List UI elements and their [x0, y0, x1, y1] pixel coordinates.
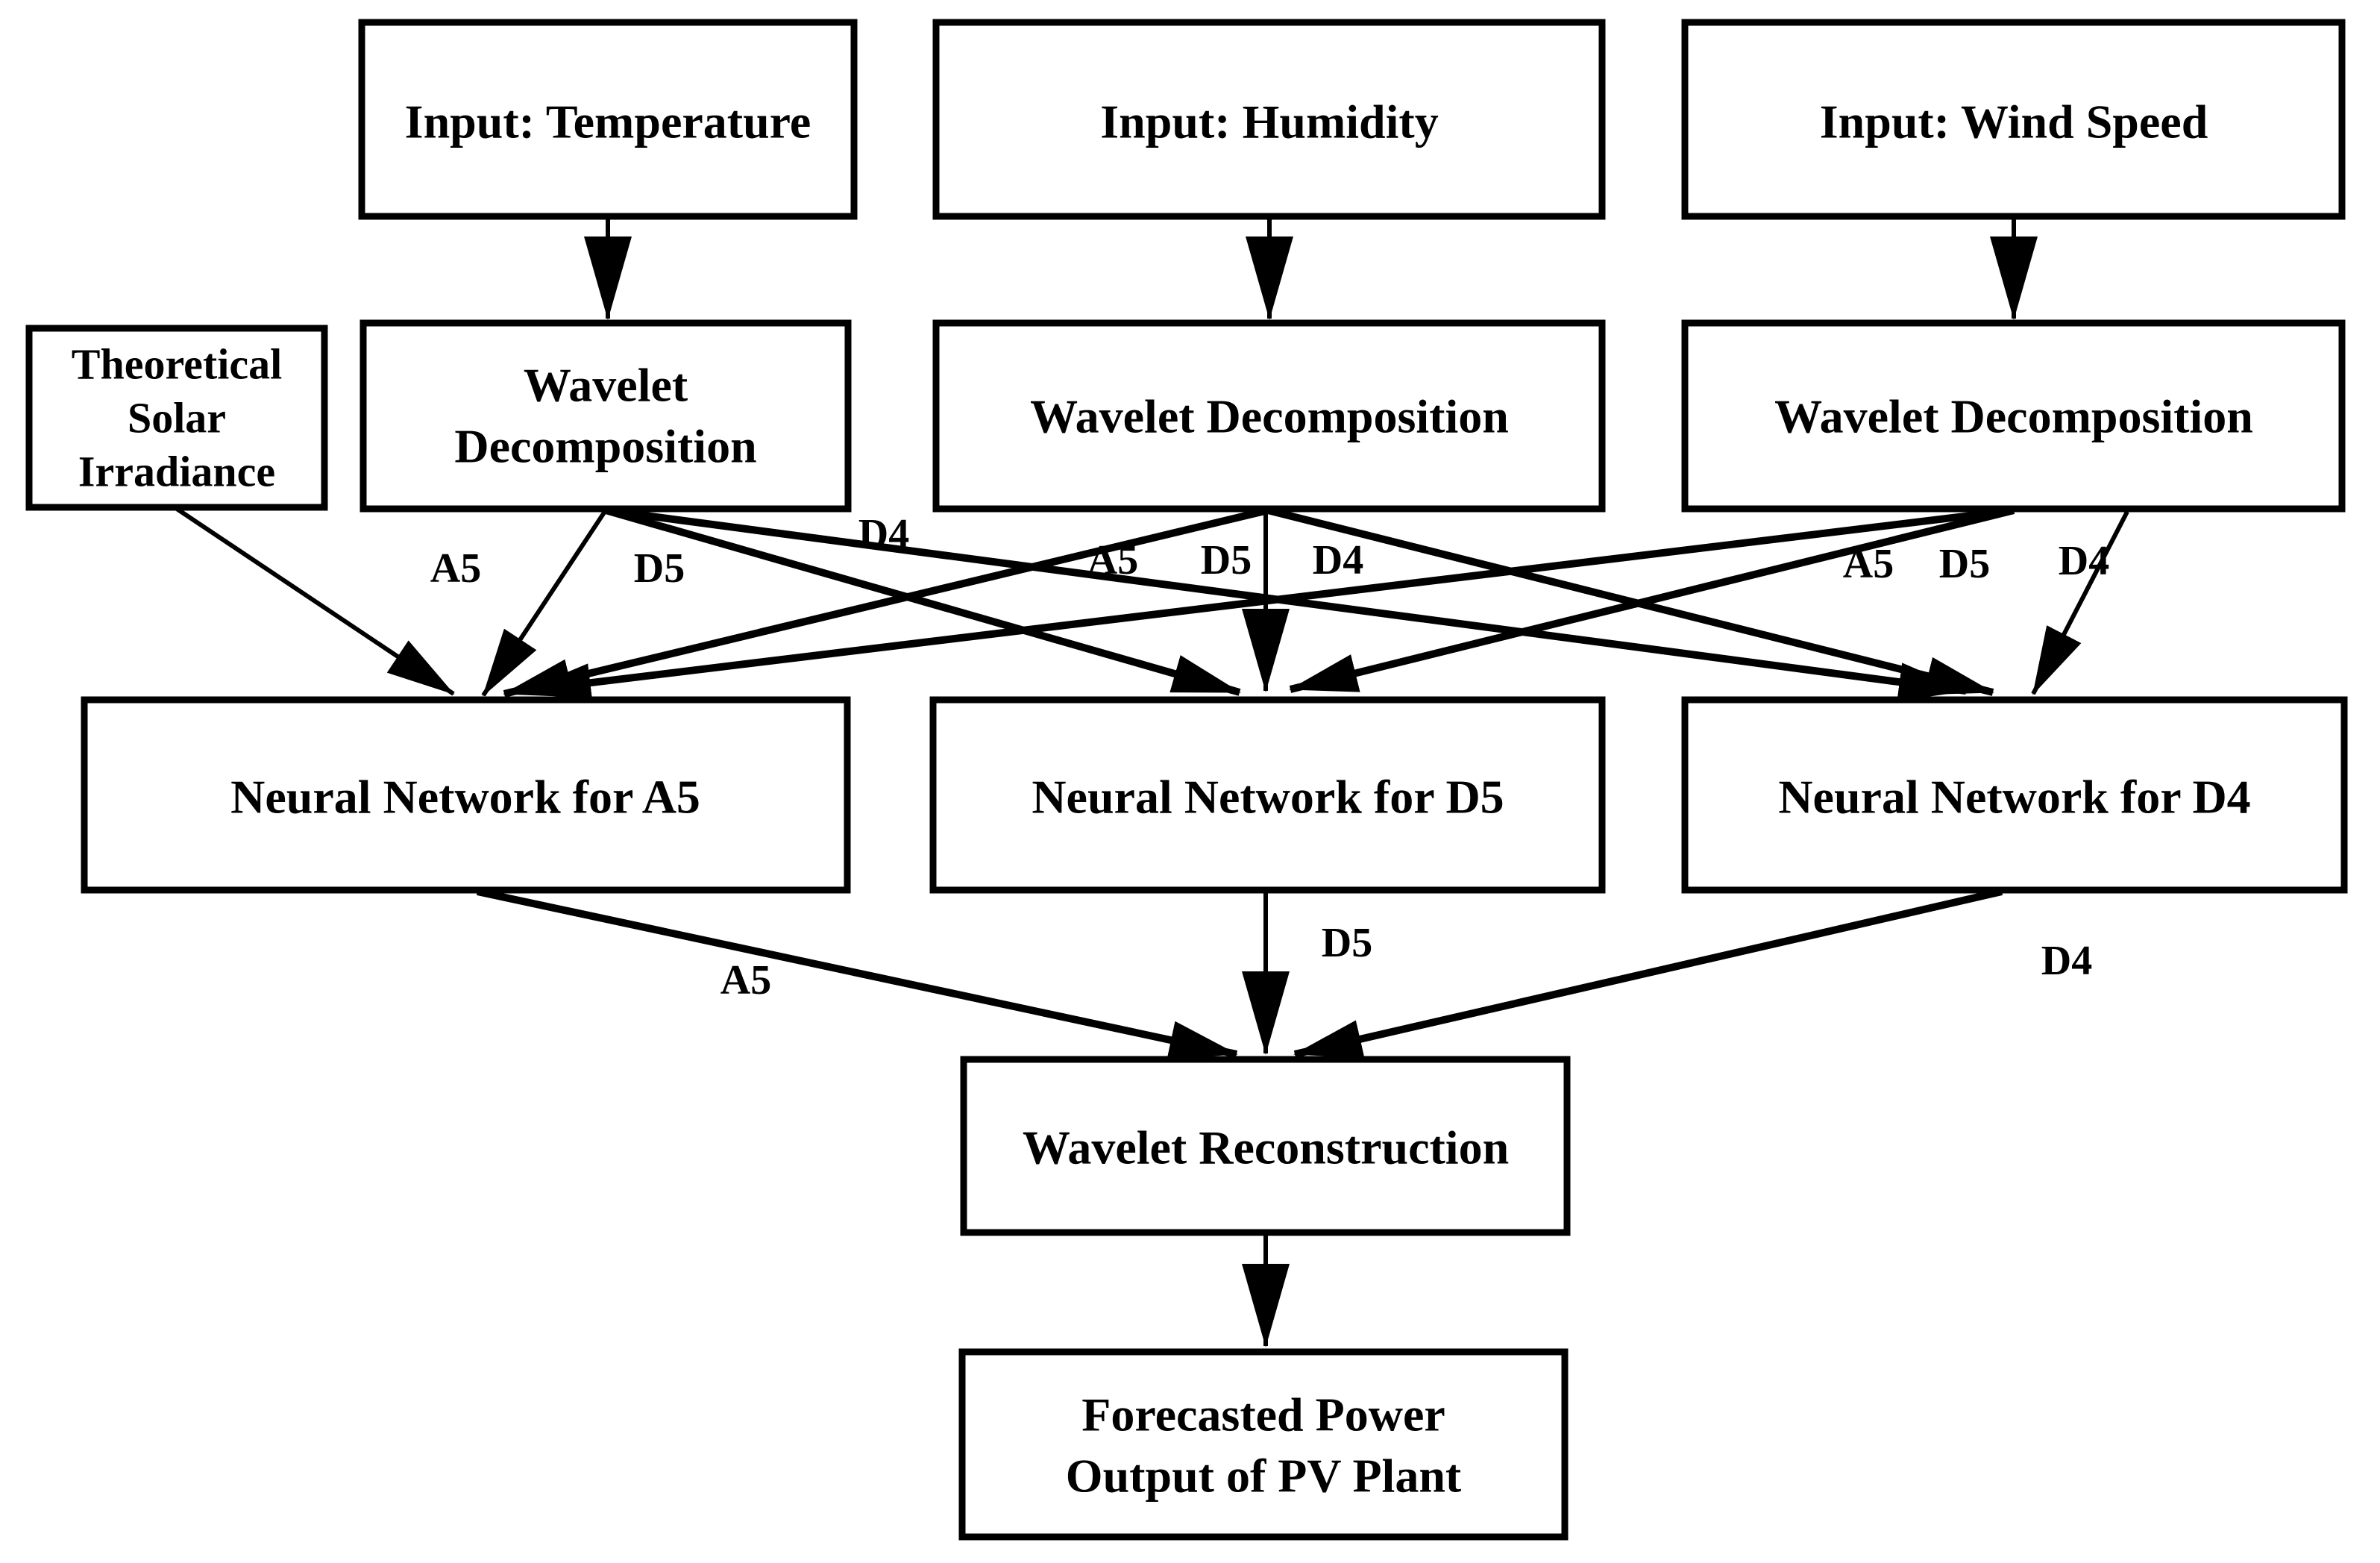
node-neural-network-a5: Neural Network for A5 [81, 696, 851, 894]
wavelet-reconstruction-label: Wavelet Reconstruction [1023, 1121, 1509, 1174]
edge-label-humidity-d4: D4 [1313, 537, 1363, 583]
edge-label-temperature-d4: D4 [858, 511, 909, 557]
wavelet-decomposition-humidity-label: Wavelet Decomposition [1030, 390, 1509, 443]
node-neural-network-d4: Neural Network for D4 [1681, 696, 2348, 894]
edge-label-output-a5: A5 [720, 957, 771, 1003]
input-humidity-label: Input: Humidity [1100, 95, 1438, 148]
theoretical-solar-irradiance-line1: Theoretical [72, 340, 282, 389]
input-wind-speed-box [1681, 19, 2346, 220]
neural-network-a5-label: Neural Network for A5 [230, 771, 700, 824]
edge-wind-d4-to-nn-d4 [2031, 510, 2129, 695]
node-input-humidity: Input: Humidity [932, 19, 1606, 220]
node-wavelet-decomposition-temperature: Wavelet Decomposition [359, 319, 852, 513]
edge-nn-d4-to-reconstruction [1293, 888, 2003, 1059]
theoretical-solar-irradiance-line2: Solar [128, 394, 226, 442]
edge-label-wind-d5: D5 [1939, 541, 1990, 587]
neural-network-d5-label: Neural Network for D5 [1032, 771, 1504, 824]
node-neural-network-d5: Neural Network for D5 [929, 696, 1606, 894]
input-humidity-box [932, 19, 1606, 220]
edge-humidity-d4-to-nn-d4 [1266, 507, 1994, 696]
edge-temperature-d5-to-nn-d5 [604, 507, 1241, 696]
node-forecasted-output: Forecasted Power Output of PV Plant [958, 1348, 1569, 1541]
node-input-temperature: Input: Temperature [358, 19, 858, 220]
edge-wind-a5-to-nn-a5 [522, 507, 2015, 702]
edge-label-temperature-a5: A5 [430, 545, 481, 592]
node-wavelet-reconstruction: Wavelet Reconstruction [960, 1056, 1571, 1236]
edge-label-humidity-a5: A5 [1087, 537, 1138, 583]
edge-humidity-a5-to-nn-a5 [503, 507, 1269, 698]
theoretical-solar-irradiance-box [25, 325, 328, 511]
edge-label-temperature-d5: D5 [634, 545, 685, 592]
edge-label-output-d4: D4 [2041, 938, 2092, 984]
wavelet-decomposition-wind-label: Wavelet Decomposition [1774, 390, 2253, 443]
edge-nn-a5-to-reconstruction [476, 888, 1238, 1059]
wavelet-decomposition-temperature-box [359, 319, 852, 513]
edge-label-humidity-d5: D5 [1201, 537, 1252, 583]
edge-temperature-a5-to-nn-a5 [481, 509, 608, 697]
edge-label-wind-a5: A5 [1843, 541, 1894, 587]
neural-network-a5-box [81, 696, 851, 894]
forecasted-output-line2: Output of PV Plant [1066, 1450, 1462, 1503]
node-input-wind-speed: Input: Wind Speed [1681, 19, 2346, 220]
input-wind-speed-label: Input: Wind Speed [1820, 95, 2208, 148]
forecasted-output-box [958, 1348, 1569, 1541]
edge-wind-d5-to-nn-d5 [1289, 507, 2015, 693]
input-temperature-box [358, 19, 858, 220]
edge-label-output-d5: D5 [1322, 920, 1372, 966]
neural-network-d4-box [1681, 696, 2348, 894]
wavelet-decomposition-temperature-line1: Wavelet [524, 359, 688, 412]
node-wavelet-decomposition-humidity: Wavelet Decomposition [932, 319, 1606, 513]
theoretical-solar-irradiance-line3: Irradiance [78, 448, 275, 496]
wavelet-decomposition-temperature-line2: Decomposition [454, 420, 756, 473]
node-wavelet-decomposition-wind: Wavelet Decomposition [1681, 319, 2346, 513]
neural-network-d4-label: Neural Network for D4 [1778, 771, 2250, 824]
edge-label-wind-d4: D4 [2059, 538, 2109, 584]
wavelet-decomposition-wind-box [1681, 319, 2346, 513]
edge-irradiance-to-nn-a5 [175, 507, 455, 696]
neural-network-d5-box [929, 696, 1606, 894]
forecasted-output-line1: Forecasted Power [1081, 1388, 1445, 1441]
node-theoretical-solar-irradiance: Theoretical Solar Irradiance [25, 325, 328, 511]
input-temperature-label: Input: Temperature [405, 95, 811, 148]
wavelet-reconstruction-box [960, 1056, 1571, 1236]
